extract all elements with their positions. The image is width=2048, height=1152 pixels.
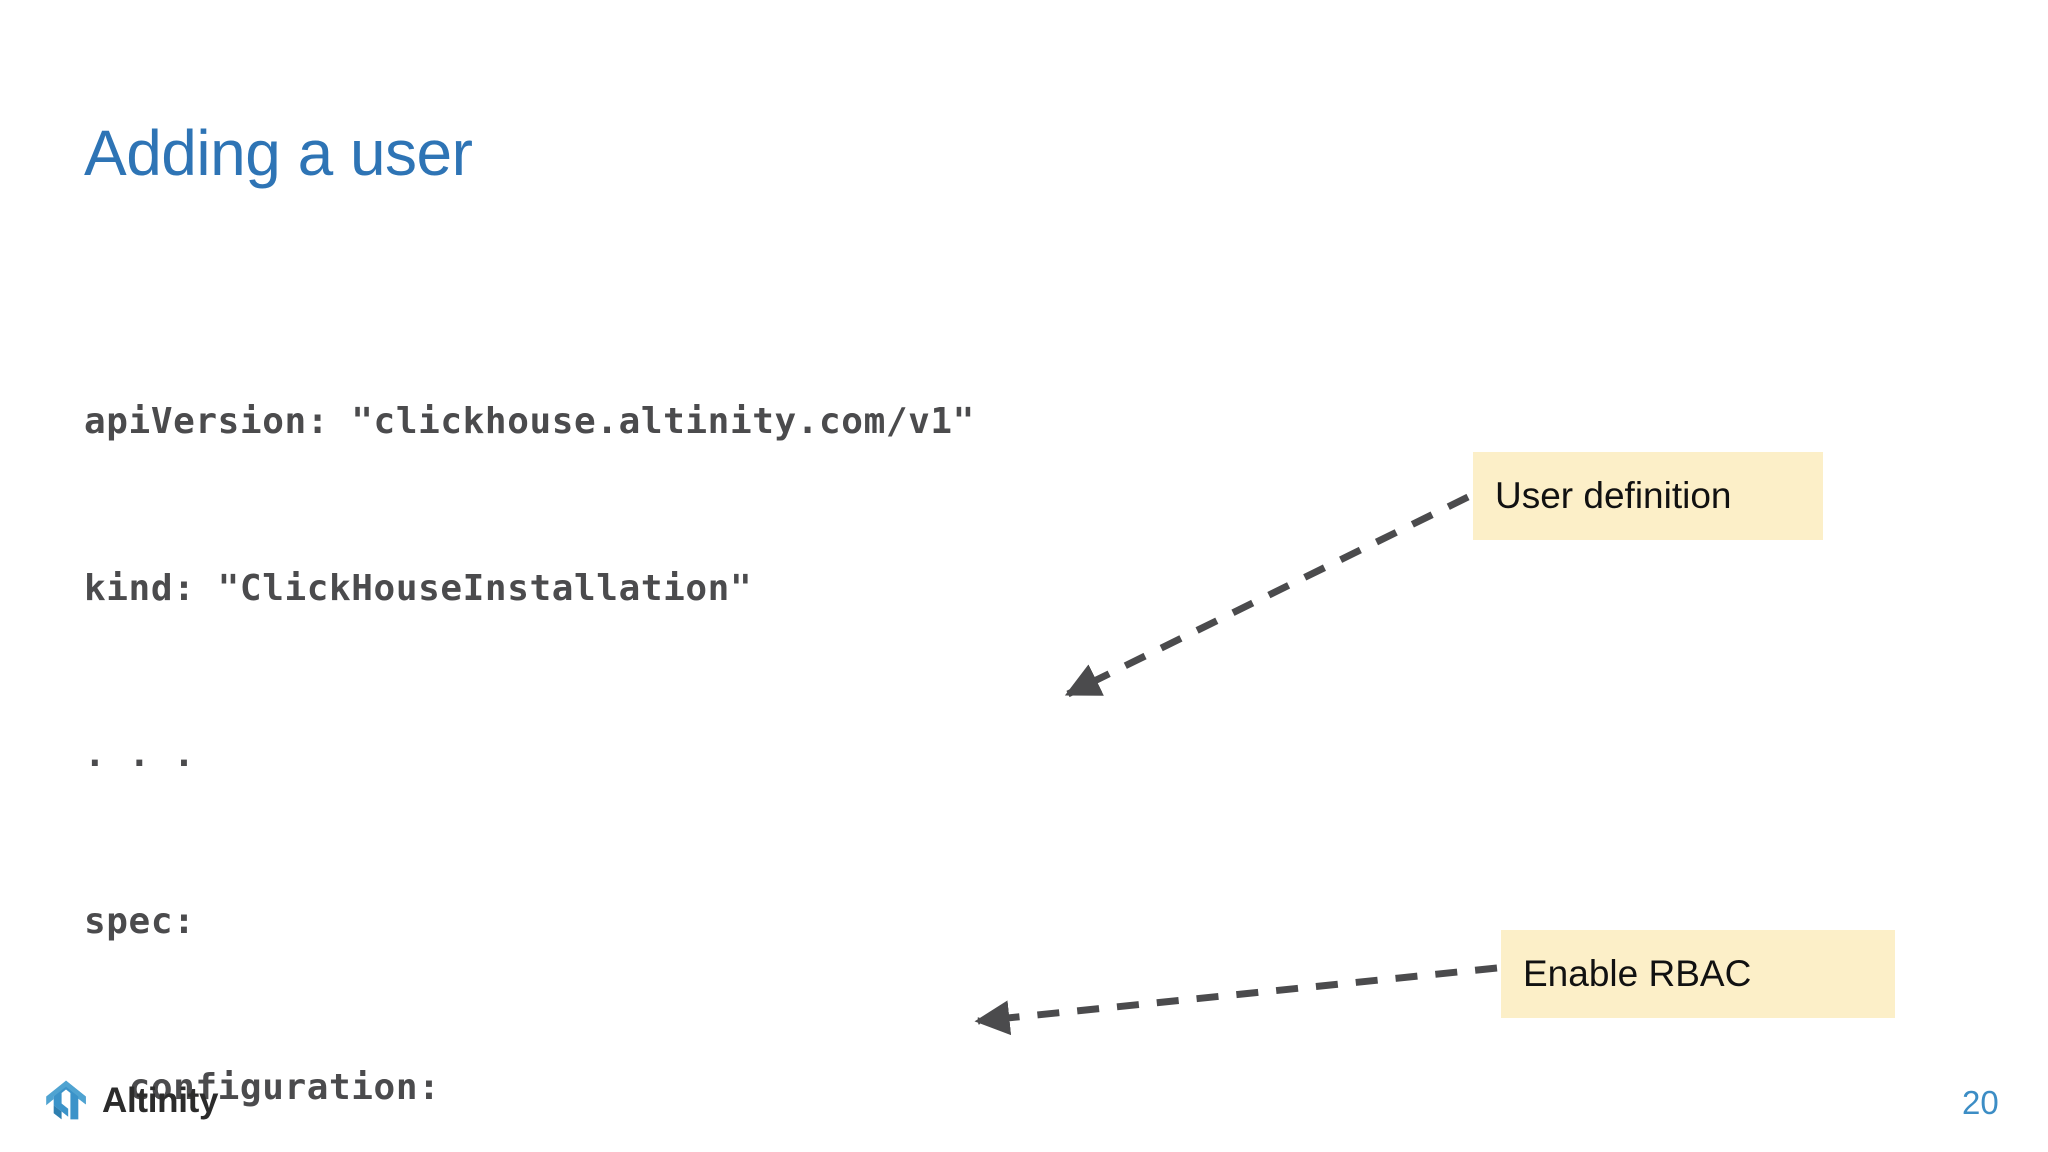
callout-enable-rbac: Enable RBAC (1501, 930, 1895, 1018)
arrow-enable-rbac (974, 964, 1498, 1036)
code-line: configuration: (84, 1067, 441, 1108)
page-number: 20 (1962, 1084, 1999, 1121)
footer-brand: Altinity (44, 1078, 219, 1122)
code-line: spec: (84, 900, 196, 942)
altinity-logo-icon (46, 1080, 86, 1120)
brand-name: Altinity (102, 1080, 219, 1120)
callout-label: User definition (1495, 475, 1732, 516)
callout-user-definition: User definition (1473, 452, 1823, 540)
page-title: Adding a user (84, 117, 473, 189)
arrow-user-definition (1064, 493, 1470, 698)
code-block: apiVersion: "clickhouse.altinity.com/v1"… (84, 283, 1050, 1152)
code-line: kind: "ClickHouseInstallation" (84, 567, 753, 609)
code-line: . . . (84, 734, 196, 775)
callout-label: Enable RBAC (1523, 953, 1752, 994)
code-line: apiVersion: "clickhouse.altinity.com/v1" (84, 401, 975, 442)
